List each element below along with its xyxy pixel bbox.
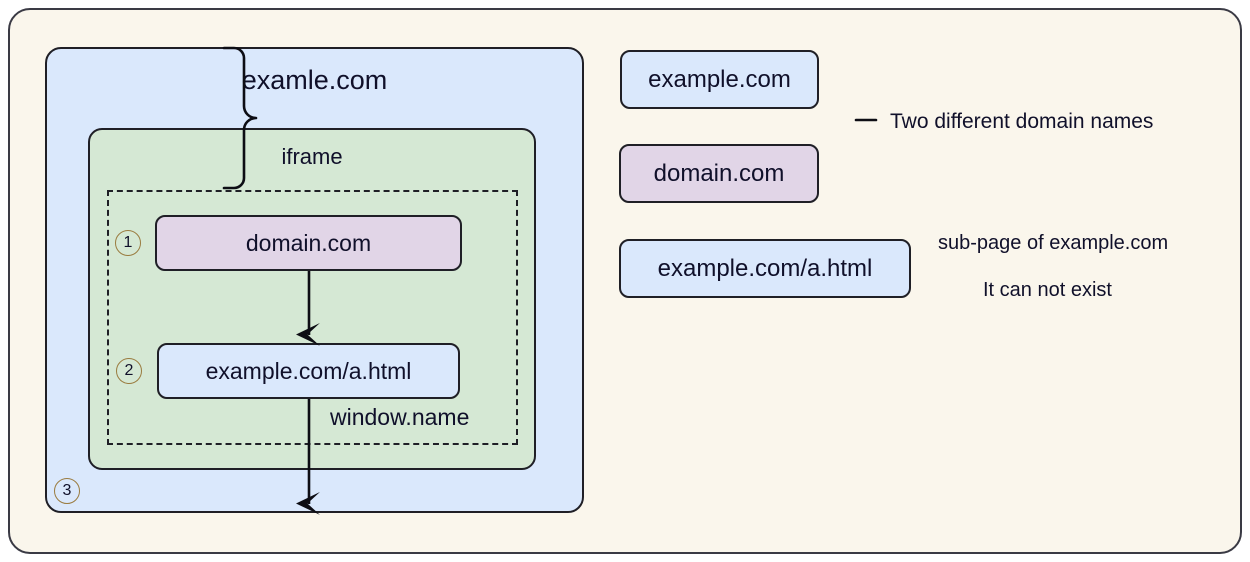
step-marker-2: 2 <box>116 358 142 384</box>
window-name-region <box>107 190 518 445</box>
iframe-frame: iframe <box>88 128 536 470</box>
node-domain-com-inner[interactable]: domain.com <box>155 215 462 271</box>
iframe-label: iframe <box>281 144 343 169</box>
step-marker-3: 3 <box>54 478 80 504</box>
node-example-com-a-html-inner[interactable]: example.com/a.html <box>157 343 460 399</box>
step-marker-1: 1 <box>115 230 141 256</box>
legend-node-example-com[interactable]: example.com <box>620 50 819 109</box>
window-name-label: window.name <box>330 404 470 430</box>
page-frame-label: examle.com <box>241 65 388 95</box>
annotation-two-different-domain-names: Two different domain names <box>890 110 1154 133</box>
legend-node-example-com-a-html[interactable]: example.com/a.html <box>619 239 911 298</box>
annotation-sub-page-of-example-com: sub-page of example.com <box>938 232 1169 254</box>
legend-node-domain-com[interactable]: domain.com <box>619 144 819 203</box>
annotation-it-can-not-exist: It can not exist <box>983 279 1112 301</box>
